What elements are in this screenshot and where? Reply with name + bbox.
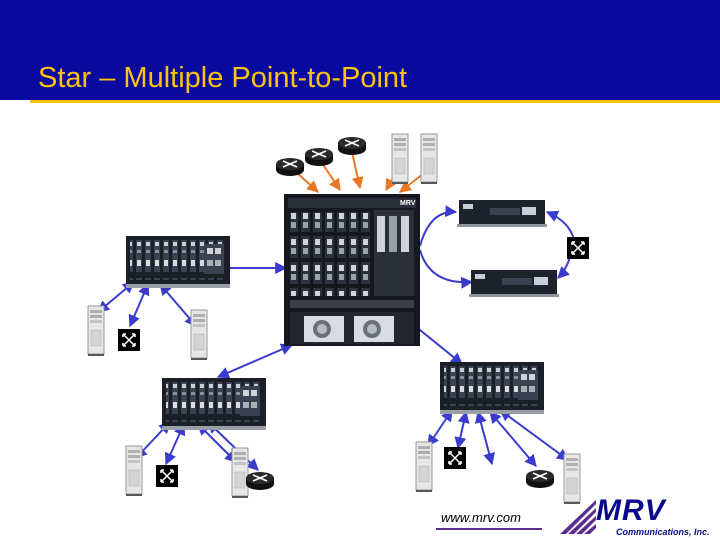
router-icon	[275, 157, 305, 177]
switch-icon	[566, 236, 590, 260]
network-link	[454, 410, 470, 450]
server-icon	[87, 305, 105, 357]
url-underline	[436, 528, 542, 530]
switch-icon	[117, 328, 141, 352]
slide-title: Star – Multiple Point-to-Point	[38, 62, 408, 94]
router-icon	[245, 471, 275, 491]
mrv-wing-icon	[560, 500, 596, 534]
uplink-router-1	[295, 171, 319, 193]
server-icon	[190, 309, 208, 361]
ring-link-desktop-top	[419, 205, 458, 247]
website-url: www.mrv.com	[441, 510, 521, 525]
switch-icon	[155, 464, 179, 488]
rack-chassis	[126, 236, 230, 288]
chassis-brand-label: MRV	[400, 200, 416, 207]
logo-brand-text: MRV	[596, 494, 666, 527]
uplink-router-3	[351, 151, 364, 190]
ring-link-desktop-bottom	[419, 249, 474, 289]
logo-subtitle: Communications, Inc.	[616, 527, 710, 537]
server-icon	[125, 445, 143, 497]
network-link	[128, 282, 150, 328]
mrv-logo: MRV Communications, Inc.	[558, 494, 710, 538]
rack-chassis	[440, 362, 544, 414]
link-chassis-to-bottom-left-rack	[216, 343, 294, 379]
network-link	[164, 422, 186, 466]
title-banner	[0, 0, 720, 100]
network-link	[207, 421, 259, 471]
server-icon	[420, 133, 438, 185]
network-link	[159, 283, 197, 327]
central-chassis: MRV	[284, 194, 420, 346]
title-underline	[30, 100, 720, 103]
desktop-unit	[457, 200, 547, 227]
rack-chassis	[162, 378, 266, 430]
network-link	[475, 410, 495, 466]
network-link	[499, 409, 569, 461]
router-icon	[525, 469, 555, 489]
uplink-router-2	[321, 162, 341, 191]
server-icon	[231, 447, 249, 499]
network-link	[427, 409, 453, 447]
server-icon	[415, 441, 433, 493]
desktop-unit	[469, 270, 559, 297]
router-icon	[304, 147, 334, 167]
server-icon	[391, 133, 409, 185]
switch-icon	[443, 446, 467, 470]
router-icon	[337, 136, 367, 156]
